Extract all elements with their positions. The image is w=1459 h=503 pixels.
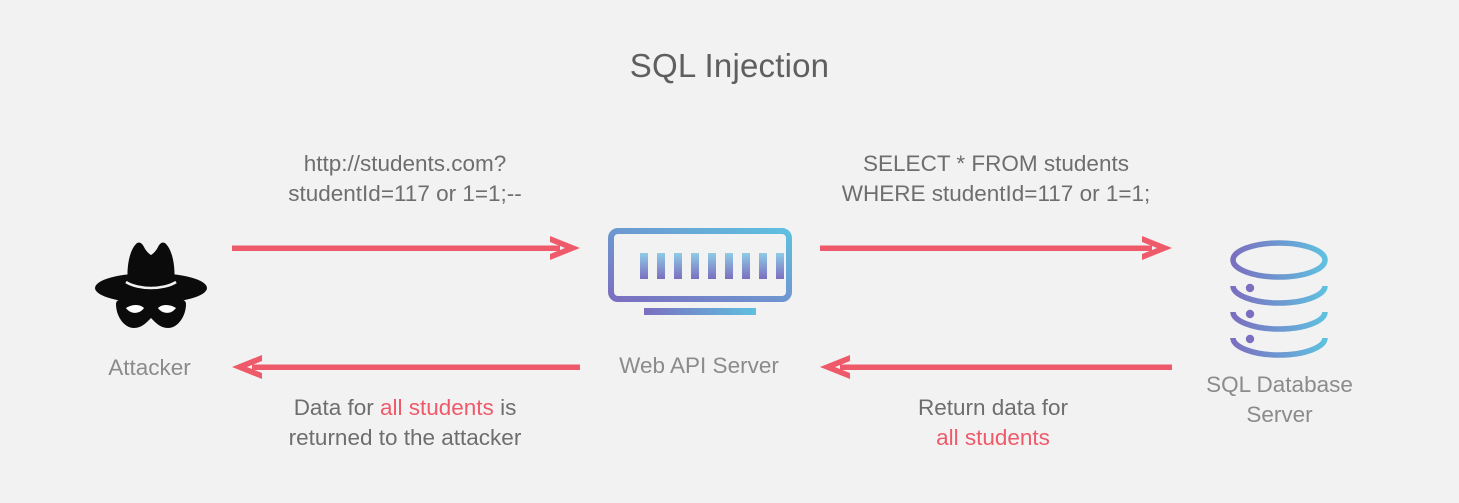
- query-caption: SELECT * FROM students WHERE studentId=1…: [820, 149, 1172, 209]
- query-caption-line1: SELECT * FROM students: [863, 151, 1129, 176]
- response-caption-line1: Data for all students is: [245, 393, 565, 423]
- return-caption: Return data for all students: [873, 393, 1113, 453]
- query-caption-line2: WHERE studentId=117 or 1=1;: [841, 181, 1151, 206]
- response-caption-line2: returned to the attacker: [288, 425, 522, 450]
- response-caption-prefix: Data for: [293, 395, 380, 420]
- page-title: SQL Injection: [629, 47, 830, 84]
- return-caption-line1: Return data for: [917, 395, 1069, 420]
- server-rack-icon: [608, 228, 792, 318]
- database-label-line2: Server: [1246, 402, 1313, 427]
- arrow-request-right: [232, 235, 580, 261]
- database-label-line1: SQL Database: [1206, 372, 1353, 397]
- arrow-response-left: [232, 354, 580, 380]
- return-caption-highlight: all students: [936, 425, 1050, 450]
- database-label: SQL Database Server: [1178, 370, 1381, 430]
- request-caption-line2: studentId=117 or 1=1;--: [288, 181, 522, 206]
- response-caption: Data for all students is returned to the…: [245, 393, 565, 453]
- arrow-query-right: [820, 235, 1172, 261]
- request-caption-line1: http://students.com?: [303, 151, 507, 176]
- response-caption-highlight: all students: [379, 395, 494, 420]
- database-cylinder-icon: [1228, 238, 1330, 360]
- response-caption-suffix: is: [493, 395, 517, 420]
- attacker-label: Attacker: [108, 355, 191, 380]
- arrow-return-left: [820, 354, 1172, 380]
- request-caption: http://students.com? studentId=117 or 1=…: [245, 149, 565, 209]
- spy-hat-mask-icon: [92, 238, 210, 334]
- server-label: Web API Server: [619, 353, 779, 378]
